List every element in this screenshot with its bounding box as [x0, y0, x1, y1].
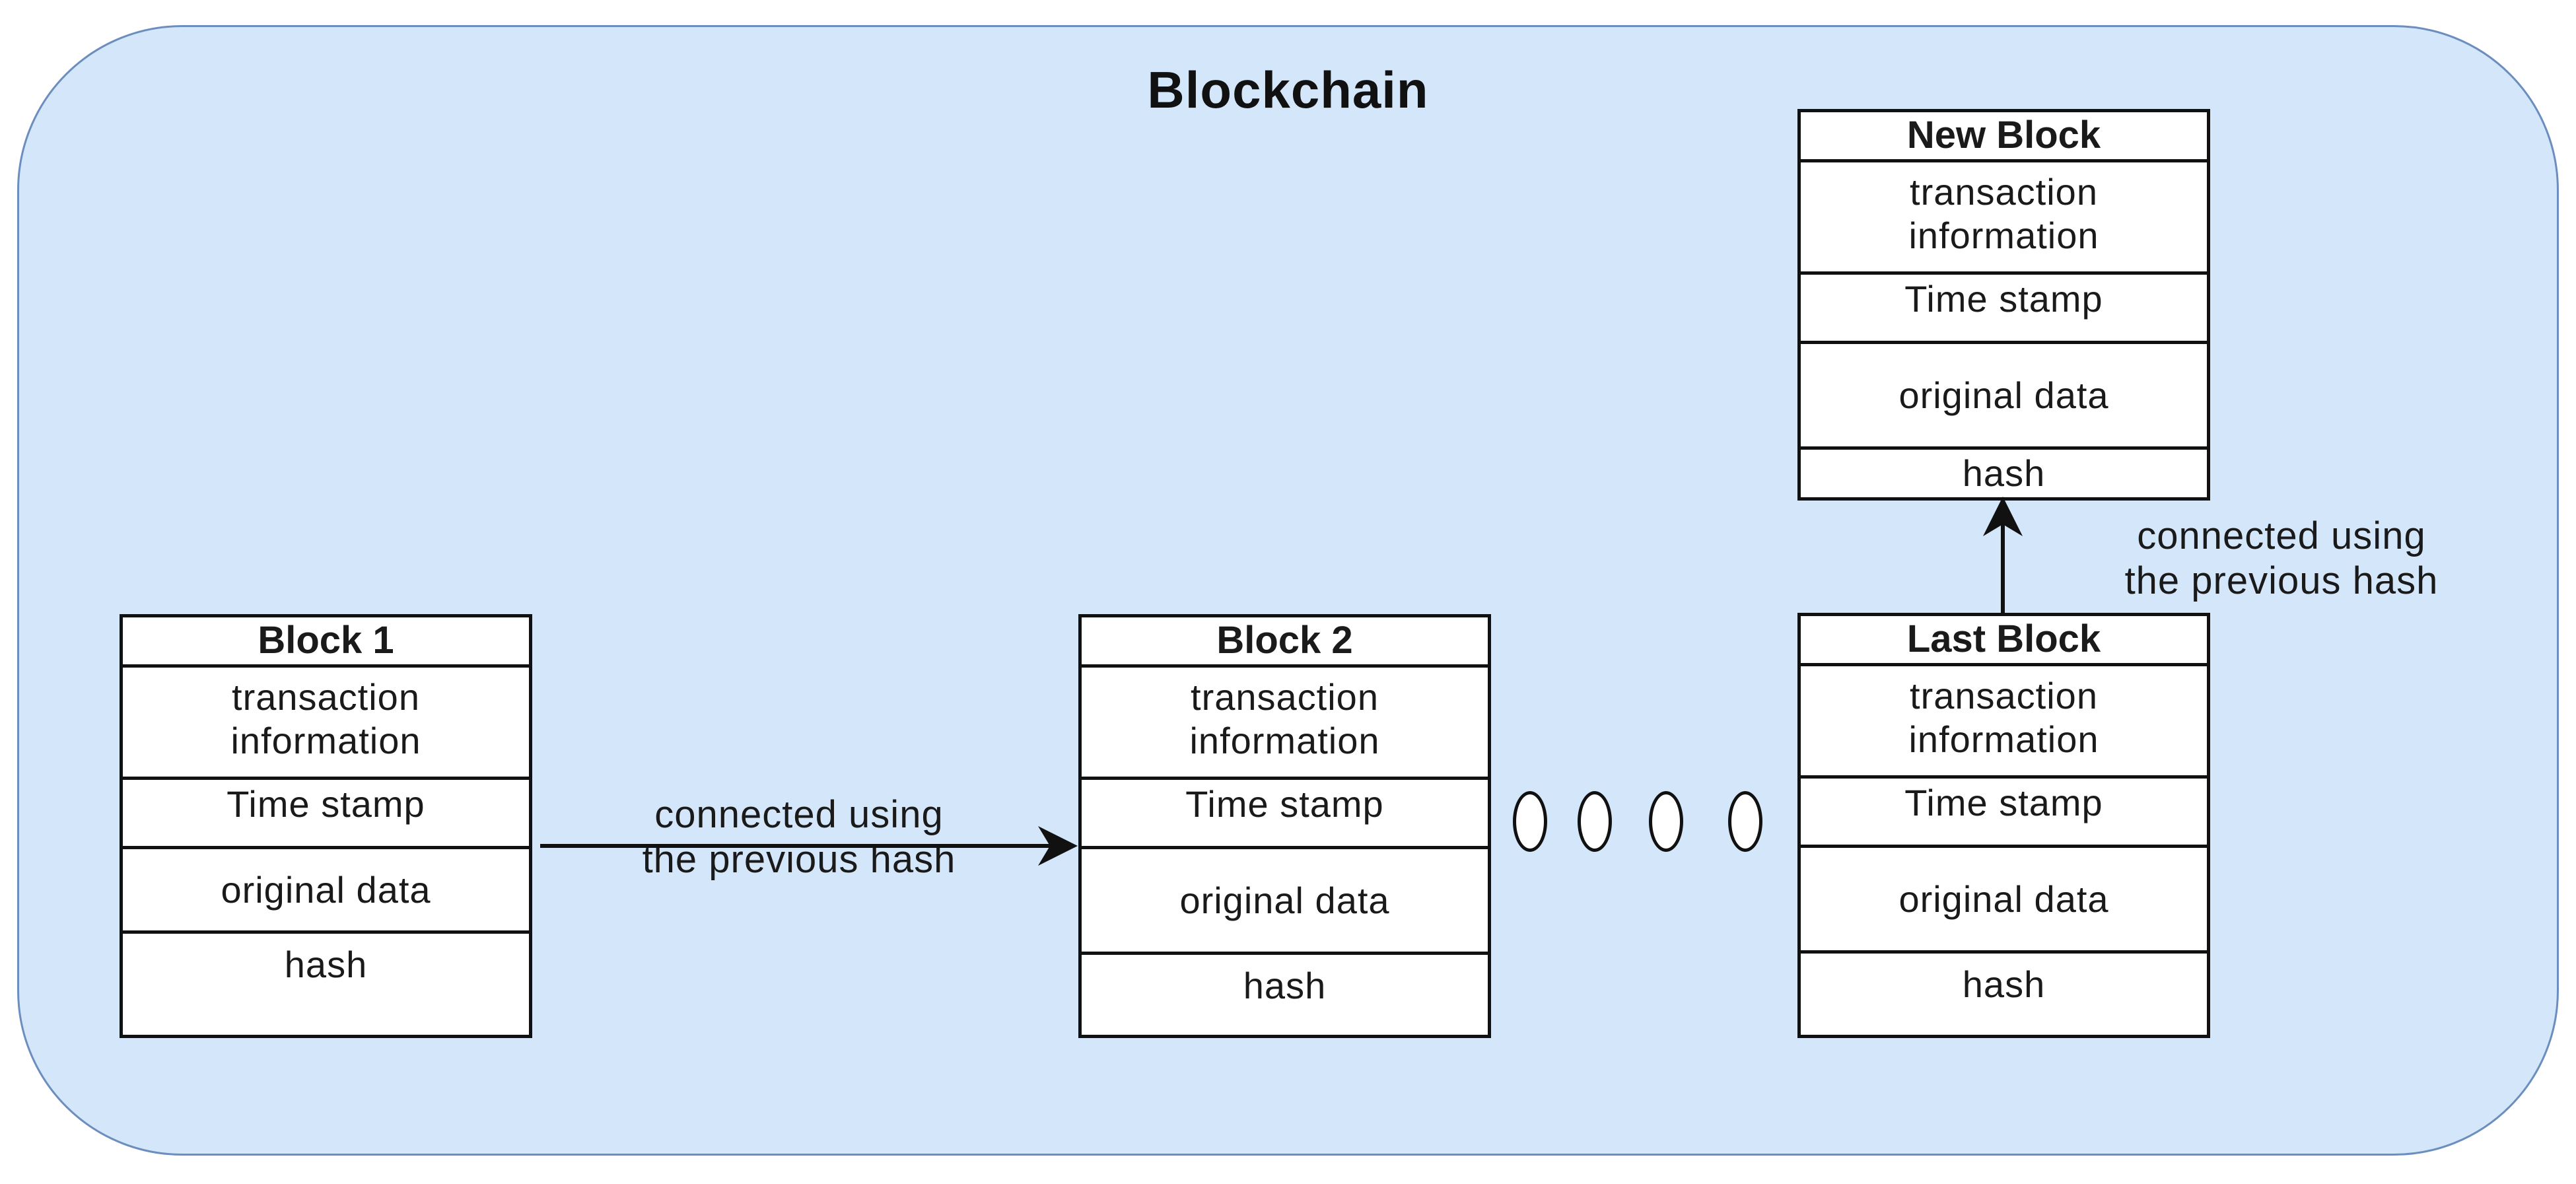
edge-label-last-to-new: connected using the previous hash [2124, 514, 2439, 602]
new-block-transaction-text: transaction information [1908, 171, 2099, 256]
ellipsis-oval-4 [1728, 791, 1762, 852]
block-2-timestamp-cell: Time stamp [1082, 780, 1488, 849]
ellipsis-oval-3 [1649, 791, 1683, 852]
block-1-transaction-cell: transaction information [123, 668, 529, 780]
last-block-transaction-cell: transaction information [1801, 666, 2207, 779]
block-1-original-data-cell: original data [123, 849, 529, 934]
block-2-original-data-text: original data [1179, 879, 1390, 921]
last-block-hash-text: hash [1962, 963, 2046, 1005]
new-block-header: New Block [1801, 112, 2207, 162]
block-1-header: Block 1 [123, 617, 529, 668]
block-1-timestamp-cell: Time stamp [123, 780, 529, 849]
last-block-transaction-text: transaction information [1908, 675, 2099, 760]
block-1: Block 1 transaction information Time sta… [120, 614, 532, 1038]
new-block-timestamp-text: Time stamp [1904, 278, 2103, 320]
block-1-original-data-text: original data [221, 868, 431, 911]
block-2: Block 2 transaction information Time sta… [1078, 614, 1491, 1038]
block-1-transaction-text: transaction information [230, 676, 421, 761]
new-block: New Block transaction information Time s… [1797, 109, 2210, 501]
new-block-timestamp-cell: Time stamp [1801, 275, 2207, 344]
last-block-timestamp-cell: Time stamp [1801, 779, 2207, 848]
new-block-hash-cell: hash [1801, 450, 2207, 497]
block-2-hash-cell: hash [1082, 955, 1488, 1035]
last-block-hash-cell: hash [1801, 954, 2207, 1035]
new-block-hash-text: hash [1962, 452, 2046, 494]
last-block-timestamp-text: Time stamp [1904, 782, 2103, 823]
last-block-header: Last Block [1801, 616, 2207, 666]
ellipsis-oval-2 [1578, 791, 1612, 852]
new-block-original-data-text: original data [1898, 374, 2109, 416]
last-block: Last Block transaction information Time … [1797, 613, 2210, 1038]
block-1-timestamp-text: Time stamp [226, 783, 425, 825]
new-block-transaction-cell: transaction information [1801, 162, 2207, 275]
block-2-header: Block 2 [1082, 617, 1488, 668]
block-2-hash-text: hash [1243, 965, 1327, 1006]
block-2-timestamp-text: Time stamp [1185, 783, 1384, 825]
last-block-original-data-cell: original data [1801, 848, 2207, 954]
block-1-hash-text: hash [284, 944, 368, 985]
block-2-transaction-text: transaction information [1189, 676, 1380, 761]
new-block-original-data-cell: original data [1801, 344, 2207, 450]
block-1-hash-cell: hash [123, 934, 529, 1035]
last-block-original-data-text: original data [1898, 878, 2109, 920]
block-2-transaction-cell: transaction information [1082, 668, 1488, 780]
diagram-title: Blockchain [1147, 61, 1429, 119]
ellipsis-oval-1 [1513, 791, 1547, 852]
edge-label-block1-to-block2: connected using the previous hash [642, 793, 956, 881]
block-2-original-data-cell: original data [1082, 849, 1488, 955]
